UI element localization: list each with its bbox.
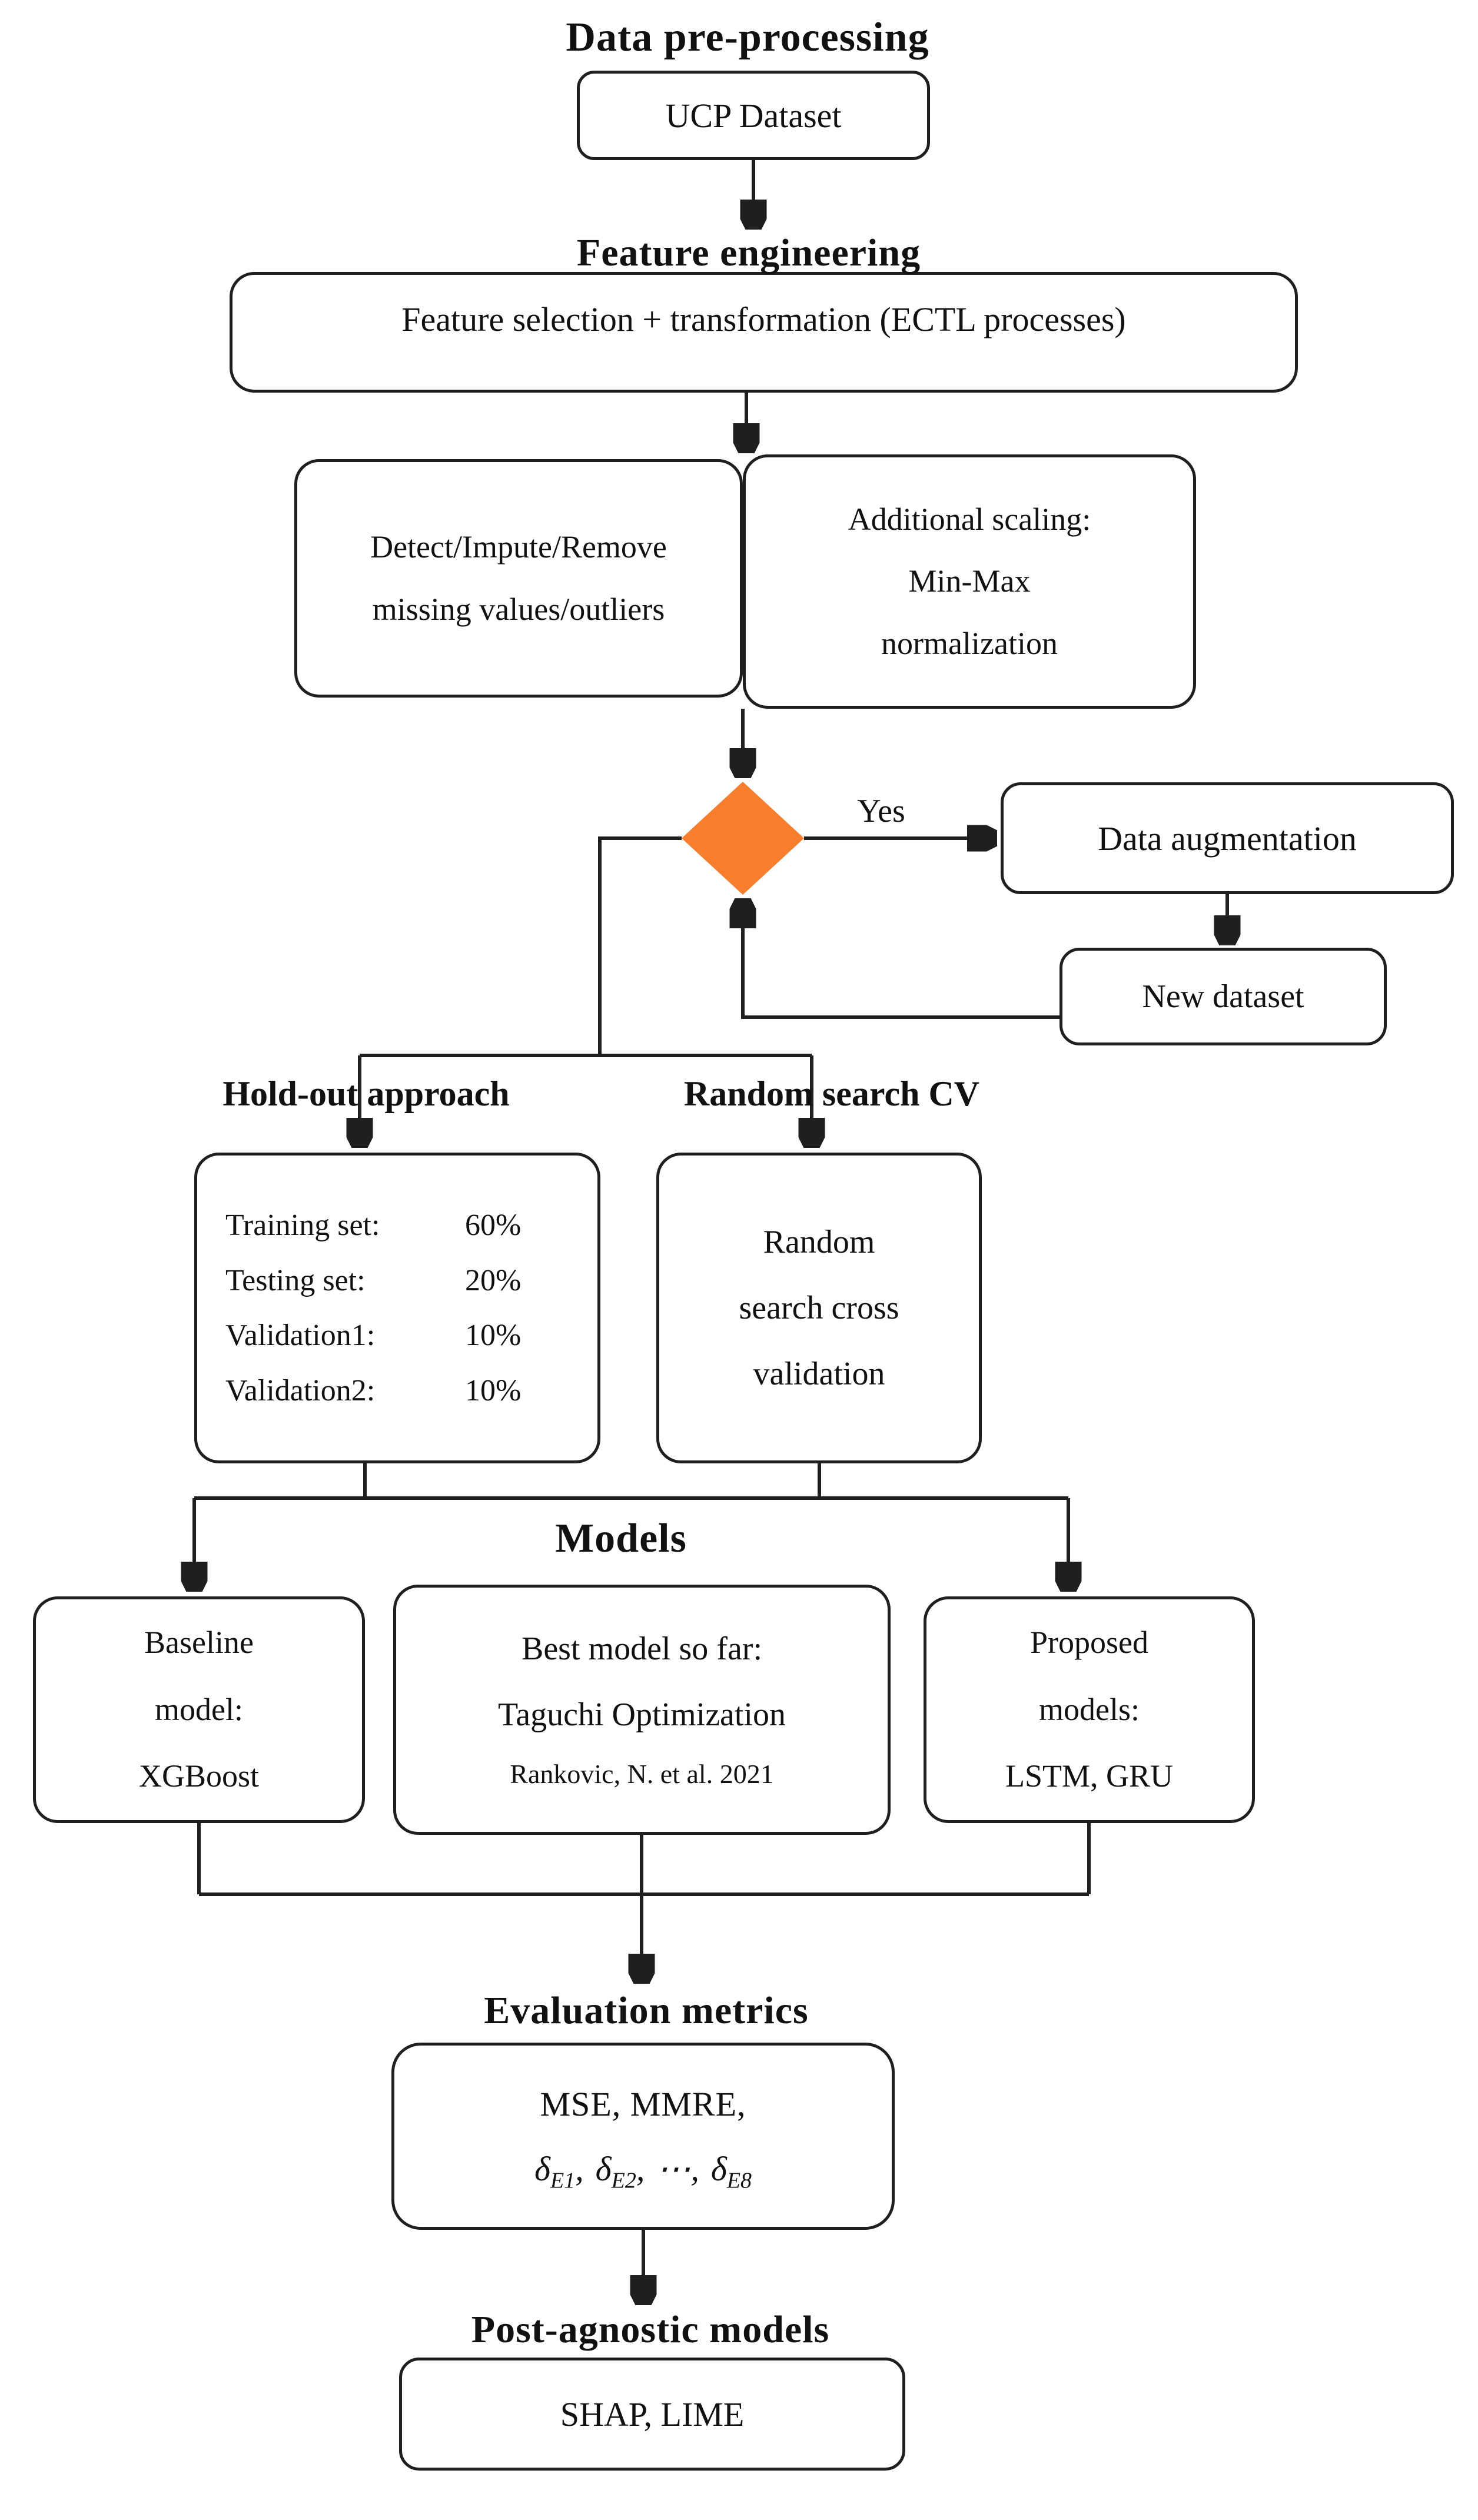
metrics-line1: MSE, MMRE, (540, 2084, 746, 2123)
holdout-split-rows: Training set: 60% Testing set: 20% Valid… (197, 1156, 597, 1460)
shap-lime-text: SHAP, LIME (560, 2395, 745, 2433)
data-augmentation-node: Data augmentation (1001, 782, 1454, 894)
holdout-row-label: Validation1: (225, 1319, 376, 1353)
connector-decision-to-branch (598, 836, 682, 1055)
feature-selection-text: Feature selection + transformation (ECTL… (401, 300, 1126, 338)
holdout-row-training: Training set: 60% (225, 1208, 542, 1243)
connector-new-dataset-back-to-decision (743, 905, 1059, 1019)
random-search-cv-label: Random search CV (683, 1074, 980, 1113)
metrics-delta-e8: δE8 (710, 2149, 752, 2193)
holdout-row-value: 10% (465, 1319, 522, 1353)
best-model-citation: Rankovic, N. et al. 2021 (510, 1759, 774, 1789)
additional-scaling-text: Additional scaling: Min-Max normalizatio… (848, 502, 1091, 661)
ucp-dataset-text: UCP Dataset (665, 96, 842, 135)
baseline-model-node: Baseline model: XGBoost (33, 1596, 365, 1823)
new-dataset-node: New dataset (1059, 948, 1387, 1045)
holdout-row-validation2: Validation2: 10% (225, 1373, 542, 1408)
metrics-cdots: ⋯, (656, 2149, 699, 2188)
section-title-feature-engineering: Feature engineering (576, 231, 921, 274)
holdout-row-label: Training set: (225, 1208, 380, 1243)
evaluation-metrics-node: MSE, MMRE, δE1, δE2, ⋯, δE8 (391, 2043, 895, 2230)
proposed-models-text: Proposed models: LSTM, GRU (1005, 1625, 1174, 1794)
new-dataset-text: New dataset (1142, 978, 1304, 1015)
random-search-cv-node: Random search cross validation (656, 1153, 982, 1463)
section-title-post-agnostic-models: Post-agnostic models (471, 2308, 830, 2351)
holdout-split-node: Training set: 60% Testing set: 20% Valid… (194, 1153, 600, 1463)
baseline-model-text: Baseline model: XGBoost (138, 1625, 260, 1794)
detect-impute-node: Detect/Impute/Remove missing values/outl… (294, 459, 743, 698)
best-model-node: Best model so far: Taguchi Optimization … (393, 1585, 891, 1835)
data-augmentation-text: Data augmentation (1098, 819, 1357, 858)
section-title-models: Models (555, 1516, 687, 1561)
ucp-dataset-node: UCP Dataset (577, 71, 930, 160)
holdout-row-value: 60% (465, 1208, 522, 1243)
proposed-models-node: Proposed models: LSTM, GRU (924, 1596, 1255, 1823)
metrics-delta-list: δE1, δE2, ⋯, δE8 (534, 2149, 752, 2193)
decision-diamond (682, 782, 804, 895)
holdout-row-value: 20% (465, 1263, 522, 1297)
holdout-approach-label: Hold-out approach (222, 1074, 510, 1113)
holdout-row-value: 10% (465, 1373, 522, 1407)
detect-impute-text: Detect/Impute/Remove missing values/outl… (370, 529, 667, 627)
feature-selection-node: Feature selection + transformation (ECTL… (230, 272, 1298, 393)
holdout-row-testing: Testing set: 20% (225, 1263, 542, 1298)
holdout-row-validation1: Validation1: 10% (225, 1318, 542, 1353)
additional-scaling-node: Additional scaling: Min-Max normalizatio… (743, 454, 1196, 709)
section-title-data-preprocessing: Data pre-processing (566, 15, 929, 60)
section-title-evaluation-metrics: Evaluation metrics (484, 1989, 809, 2032)
holdout-row-label: Testing set: (225, 1263, 366, 1297)
metrics-delta-e1: δE1, (534, 2149, 584, 2193)
random-search-cv-text: Random search cross validation (739, 1224, 899, 1392)
metrics-delta-e2: δE2, (595, 2149, 645, 2193)
best-model-line1: Best model so far: (521, 1631, 763, 1667)
holdout-row-label: Validation2: (225, 1373, 376, 1407)
decision-yes-label: Yes (857, 793, 905, 829)
shap-lime-node: SHAP, LIME (399, 2358, 905, 2471)
best-model-line2: Taguchi Optimization (497, 1696, 786, 1733)
